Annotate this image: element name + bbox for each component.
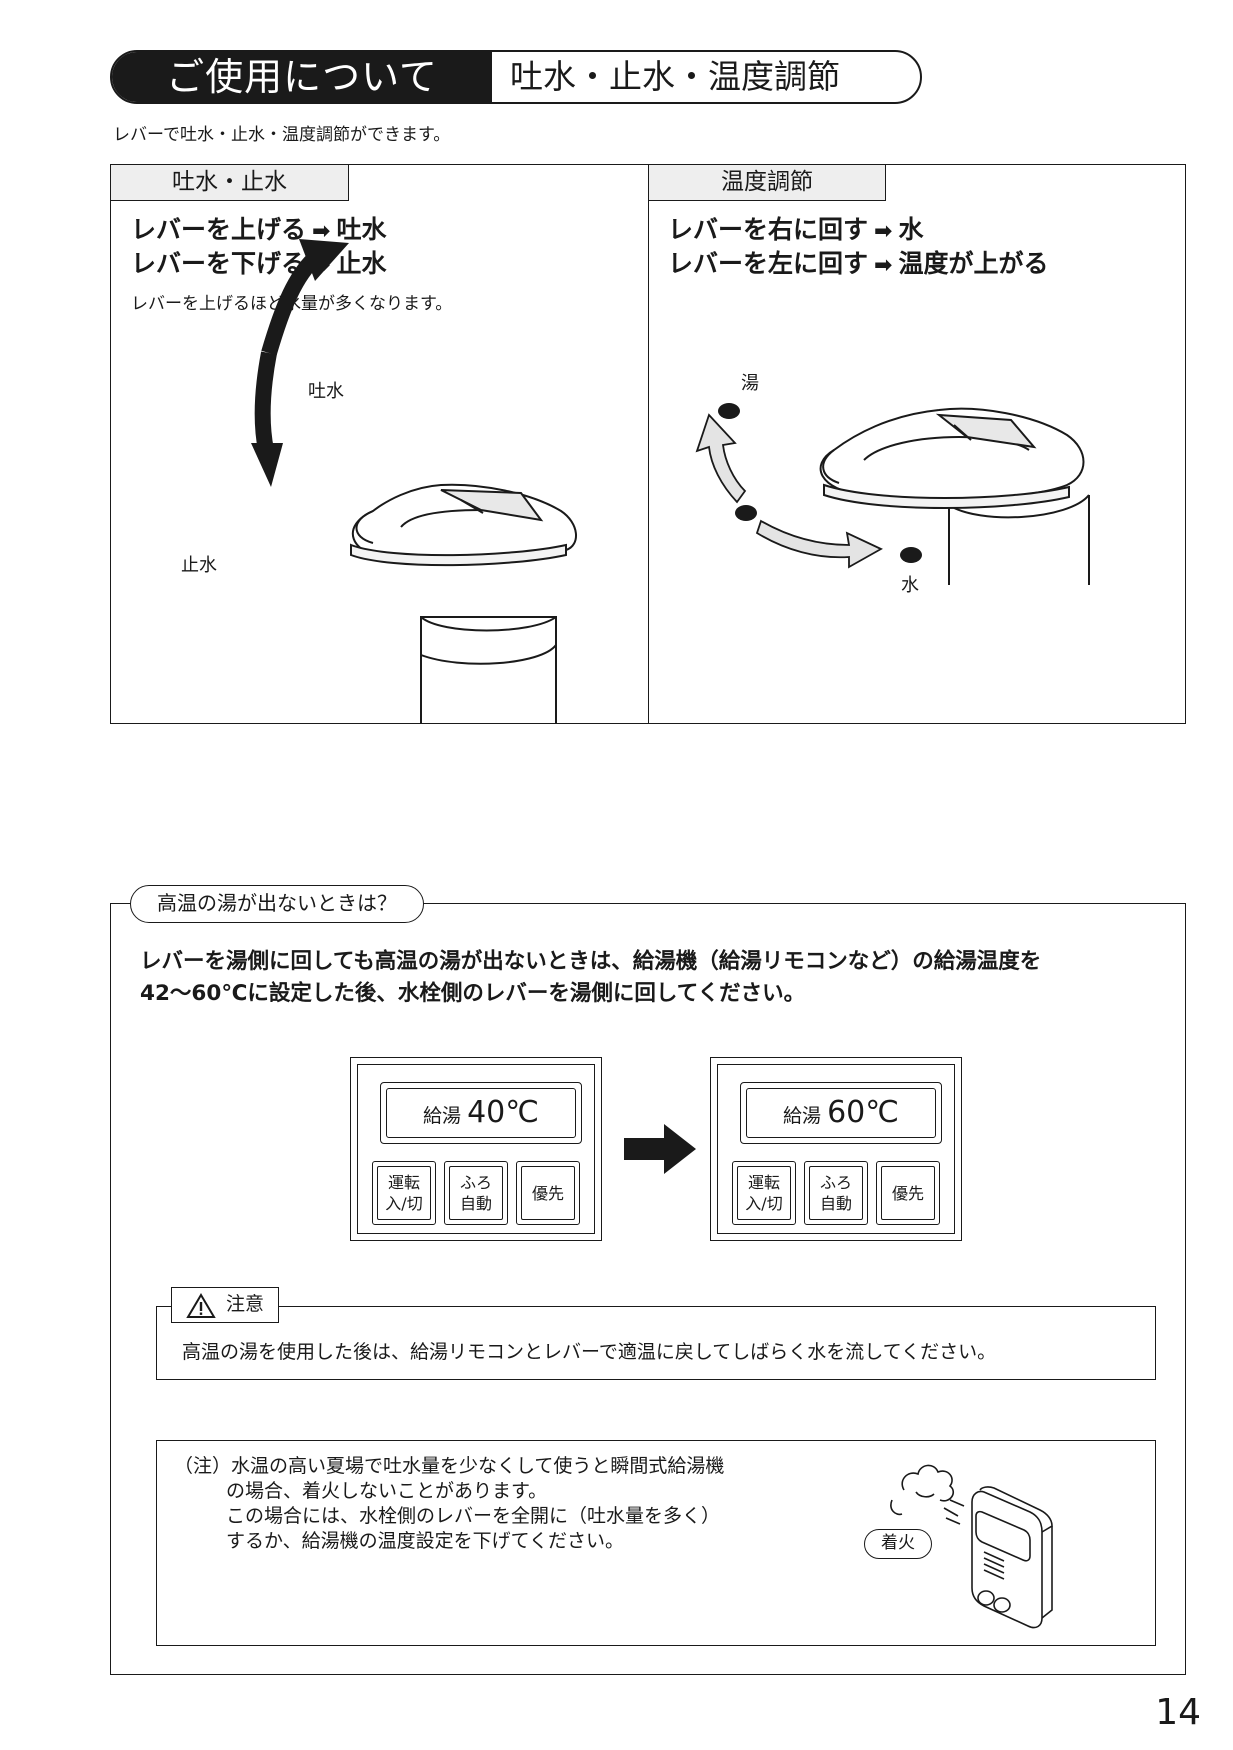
power-button-label: 運転 [747, 1173, 780, 1192]
ignition-label: 着火 [864, 1529, 932, 1559]
power-button[interactable]: 運転入/切 [732, 1161, 796, 1225]
bath-button-label: ふろ [819, 1173, 852, 1192]
water-heater-illustration [890, 1464, 1053, 1629]
intro-text: レバーで吐水・止水・温度調節ができます。 [113, 125, 451, 145]
bath-auto-button[interactable]: ふろ自動 [804, 1161, 868, 1225]
table-divider [648, 165, 649, 723]
flow-line-lower: レバーを下げる➡止水 [131, 247, 386, 283]
temp-panel-heading: 温度調節 [649, 165, 886, 201]
flow-panel-heading: 吐水・止水 [111, 165, 349, 201]
caution-box [156, 1306, 1156, 1380]
note-line: （注）水温の高い夏場で吐水量を少なくして使うと瞬間式給湯機 [174, 1455, 725, 1477]
priority-button[interactable]: 優先 [876, 1161, 940, 1225]
arrow-right-icon: ➡ [874, 219, 893, 244]
faucet-lever-rotate-illustration [695, 403, 1090, 585]
label-spout-off: 止水 [181, 555, 217, 576]
operation-table: 吐水・止水 レバーを上げる➡吐水 レバーを下げる➡止水 レバーを上げるほど水量が… [110, 164, 1186, 724]
hot-water-instructions: レバーを湯側に回しても高温の湯が出ないときは、給湯機（給湯リモコンなど）の給湯温… [140, 946, 1160, 1010]
page-number: 14 [1155, 1692, 1201, 1733]
display-label: 給湯 [783, 1105, 822, 1127]
power-button-sublabel: 入/切 [745, 1194, 783, 1213]
section-subtitle: 吐水・止水・温度調節 [510, 57, 840, 96]
note-box [156, 1440, 1156, 1646]
arrow-right-icon: ➡ [874, 253, 893, 278]
hot-water-instructions-line1: レバーを湯側に回しても高温の湯が出ないときは、給湯機（給湯リモコンなど）の給湯温… [140, 949, 1042, 974]
flow-line-raise: レバーを上げる➡吐水 [131, 213, 386, 249]
section-header: ご使用について 吐水・止水・温度調節 [110, 50, 922, 104]
hot-water-title: 高温の湯が出ないときは？ [130, 885, 424, 923]
bath-button-sublabel: 自動 [459, 1194, 492, 1213]
note-line: の場合、着火しないことがあります。 [226, 1480, 548, 1502]
power-button[interactable]: 運転入/切 [372, 1161, 436, 1225]
note-line: するか、給湯機の温度設定を下げてください。 [226, 1530, 625, 1552]
hot-water-instructions-line2: 42〜60℃に設定した後、水栓側のレバーを湯側に回してください。 [140, 981, 806, 1006]
label-hot: 湯 [741, 373, 759, 394]
temp-line-left-action: レバーを左に回す [668, 249, 869, 278]
flow-line-raise-action: レバーを上げる [131, 215, 307, 244]
flow-line-raise-result: 吐水 [336, 215, 387, 244]
warning-triangle-icon [186, 1293, 216, 1318]
temp-line-right-action: レバーを右に回す [668, 215, 869, 244]
caution-text: 高温の湯を使用した後は、給湯リモコンとレバーで適温に戻してしばらく水を流してくだ… [182, 1341, 997, 1363]
bath-auto-button[interactable]: ふろ自動 [444, 1161, 508, 1225]
flow-line-lower-result: 止水 [336, 249, 387, 278]
faucet-lever-updown-illustration [251, 239, 577, 723]
temp-line-right: レバーを右に回す➡水 [668, 213, 923, 249]
flow-line-lower-action: レバーを下げる [131, 249, 307, 278]
note-text: （注）水温の高い夏場で吐水量を少なくして使うと瞬間式給湯機 の場合、着火しないこ… [174, 1454, 724, 1554]
priority-button[interactable]: 優先 [516, 1161, 580, 1225]
hot-water-section [110, 903, 1186, 1675]
note-line: この場合には、水栓側のレバーを全開に（吐水量を多く） [226, 1505, 721, 1527]
caution-tag: 注意 [171, 1287, 279, 1323]
temp-line-left: レバーを左に回す➡温度が上がる [668, 247, 1048, 283]
display-temperature: 60℃ [827, 1095, 899, 1130]
temp-line-left-result: 温度が上がる [898, 249, 1049, 278]
priority-button-label: 優先 [521, 1166, 575, 1220]
temp-line-right-result: 水 [898, 215, 924, 244]
power-button-sublabel: 入/切 [385, 1194, 423, 1213]
section-title: ご使用について [112, 52, 492, 102]
arrow-right-icon [624, 1124, 696, 1174]
arrow-right-icon: ➡ [312, 219, 331, 244]
priority-button-label: 優先 [881, 1166, 935, 1220]
caution-label: 注意 [226, 1293, 265, 1315]
display-label: 給湯 [423, 1105, 462, 1127]
power-button-label: 運転 [387, 1173, 420, 1192]
label-cold: 水 [901, 575, 919, 596]
bath-button-sublabel: 自動 [819, 1194, 852, 1213]
bath-button-label: ふろ [459, 1173, 492, 1192]
label-spout-on: 吐水 [308, 381, 344, 402]
display-temperature: 40℃ [467, 1095, 539, 1130]
